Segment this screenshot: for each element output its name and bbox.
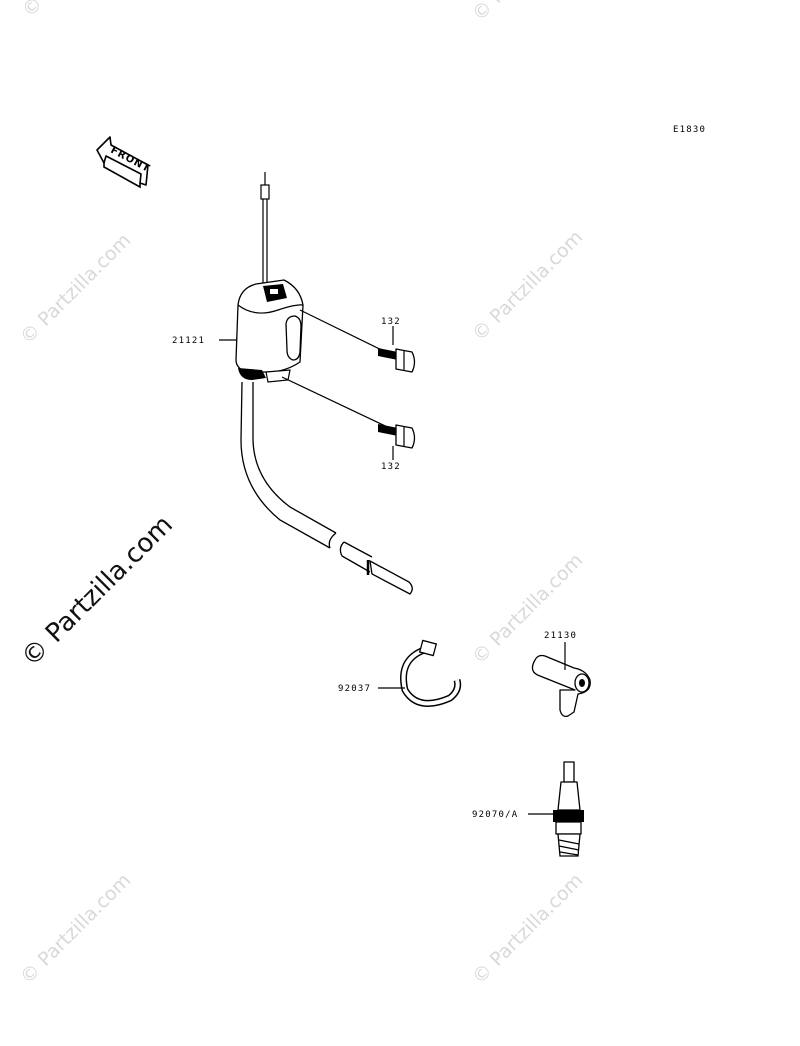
bolt-lower bbox=[281, 376, 416, 449]
watermark-bottom-left: © Partzilla.com bbox=[16, 869, 135, 988]
callout-plug-cap: 21130 bbox=[544, 631, 577, 641]
callout-bolt-upper: 132 bbox=[381, 317, 401, 327]
watermark-top-left: © Partzilla.com bbox=[18, 0, 137, 22]
spark-plug bbox=[553, 761, 584, 857]
front-arrow-icon: FRONT bbox=[96, 136, 152, 189]
watermark-mid-right: © Partzilla.com bbox=[468, 226, 587, 345]
bolt-upper bbox=[299, 309, 416, 373]
watermark-mid-left: © Partzilla.com bbox=[16, 229, 135, 348]
callouts: 21121 132 132 92037 21130 92070/A bbox=[172, 317, 577, 820]
plug-cap bbox=[531, 654, 591, 718]
callout-bolt-lower: 132 bbox=[381, 462, 401, 472]
callout-band: 92037 bbox=[338, 684, 371, 694]
diagram-code: E1830 bbox=[673, 125, 706, 135]
band bbox=[400, 639, 462, 707]
watermark-top-right: © Partzilla.com bbox=[468, 0, 587, 26]
watermark-right-middle: © Partzilla.com bbox=[468, 549, 587, 668]
watermark-main: © Partzilla.com bbox=[16, 510, 179, 673]
callout-ignition-coil: 21121 bbox=[172, 336, 205, 346]
callout-spark-plug: 92070/A bbox=[472, 810, 518, 820]
ignition-coil bbox=[235, 172, 413, 595]
watermark-bottom-right: © Partzilla.com bbox=[468, 869, 587, 988]
